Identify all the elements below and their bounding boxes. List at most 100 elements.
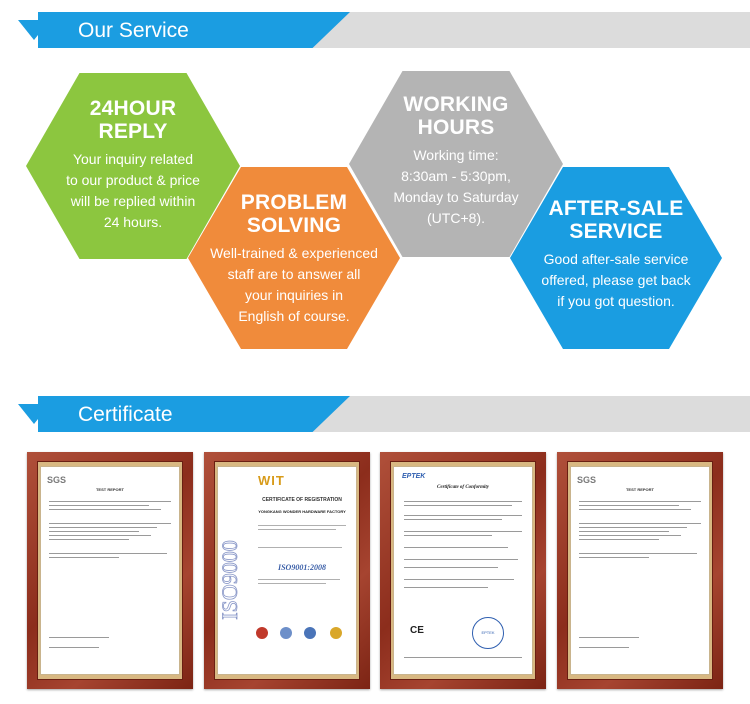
text-line [579,553,697,554]
heading-line: WORKING [403,93,509,116]
text-line [579,535,681,536]
description-line: to our product & price [66,172,200,188]
heading-line: SERVICE [569,220,663,243]
text-line [49,509,161,510]
iso-vertical-text: ISO9000 [221,540,242,620]
description-line: Monday to Saturday [393,189,519,205]
certificate-frame-conformity[interactable]: EPTEK Certificate of Conformity CE EPTEK [380,452,546,689]
text-line [404,579,514,580]
text-line [404,505,512,506]
text-line [258,583,326,584]
text-line [49,505,149,506]
hex-heading: WORKING HOURS [371,93,541,139]
hex-problem-solving: PROBLEM SOLVING Well-trained & experienc… [188,167,400,349]
banner-grey-bar [300,12,750,48]
description-line: staff are to answer all [227,266,361,282]
text-line [258,525,346,526]
description-line: offered, please get back [541,272,691,288]
eptek-logo: EPTEK [402,473,426,480]
text-line [258,547,342,548]
description-line: 8:30am - 5:30pm, [401,168,511,184]
text-line [49,553,167,554]
text-line [404,501,522,502]
banner-arrow-icon [18,404,50,424]
text-line [579,539,659,540]
text-line [579,505,679,506]
certificate-frame-iso[interactable]: ISO9000 WIT CERTIFICATE OF REGISTRATION … [204,452,370,689]
text-line [579,509,691,510]
description-line: if you got question. [557,293,675,309]
text-line [49,523,171,524]
text-line [404,519,502,520]
wit-logo: WIT [258,473,285,488]
svg-text:ISO9000: ISO9000 [221,540,242,619]
description-line: 24 hours. [103,214,163,230]
text-line [49,501,171,502]
certificate-title: TEST REPORT [95,487,124,492]
sgs-logo: SGS [47,475,67,485]
heading-line: SOLVING [246,214,342,237]
text-line [404,567,498,568]
description-line: your inquiries in [244,287,344,303]
description-line: English of course. [238,308,350,324]
text-line [404,559,518,560]
banner-grey-bar [300,396,750,432]
heading-line: 24HOUR [89,97,177,120]
company-name: YONGKANG WONDER HARDWARE FACTORY [258,509,346,514]
text-line [579,637,639,638]
service-section-banner: Our Service [0,6,750,56]
signature-line [49,647,99,648]
text-line [404,535,492,536]
certificate-frame-sgs[interactable]: SGS TEST REPORT [27,452,193,689]
certificate-frame-sgs-2[interactable]: SGS TEST REPORT [557,452,723,689]
ce-mark: CE [410,625,424,636]
service-section-title: Our Service [78,19,189,42]
certificate-title: CERTIFICATE OF REGISTRATION [262,497,342,503]
text-line [258,579,340,580]
hex-heading: PROBLEM SOLVING [199,191,389,237]
text-line [258,529,336,530]
banner-blue-bar [38,12,350,48]
heading-line: HOURS [417,116,495,139]
hex-description: Good after-sale service offered, please … [518,249,714,312]
iso-standard: ISO9001:2008 [277,563,326,572]
description-line: Good after-sale service [543,251,689,267]
certificate-paper: ISO9000 WIT CERTIFICATE OF REGISTRATION … [217,466,357,675]
description-line: Working time: [413,147,499,163]
description-line: Your inquiry related [72,151,194,167]
text-line [579,523,701,524]
text-line [49,539,129,540]
certificate-title: Certificate of Conformity [437,485,489,490]
sgs-logo: SGS [577,475,597,485]
text-line [49,531,139,532]
hex-heading: AFTER-SALE SERVICE [518,197,714,243]
certificate-title: TEST REPORT [625,487,654,492]
text-line [404,515,522,516]
hex-description: Your inquiry related to our product & pr… [48,149,218,233]
text-line [404,547,508,548]
accreditation-seals [256,627,342,639]
description-line: Well-trained & experienced [210,245,378,261]
banner-arrow-icon [18,20,50,40]
heading-line: PROBLEM [240,191,348,214]
text-line [579,557,649,558]
heading-line: REPLY [98,120,168,143]
footer-line [404,657,522,658]
description-line: (UTC+8). [427,210,485,226]
hex-24hour-reply: 24HOUR REPLY Your inquiry related to our… [26,73,240,259]
text-line [404,587,488,588]
text-line [404,531,522,532]
hex-heading: 24HOUR REPLY [48,97,218,143]
text-line [579,527,687,528]
certificate-paper: SGS TEST REPORT [570,466,710,675]
text-line [579,531,669,532]
hex-description: Well-trained & experienced staff are to … [199,243,389,327]
description-line: will be replied within [70,193,196,209]
banner-blue-bar [38,396,350,432]
text-line [579,501,701,502]
heading-line: AFTER-SALE [548,197,684,220]
hex-description: Working time: 8:30am - 5:30pm, Monday to… [371,145,541,229]
certificate-section-banner: Certificate [0,390,750,440]
certificate-paper: SGS TEST REPORT [40,466,180,675]
text-line [49,637,109,638]
